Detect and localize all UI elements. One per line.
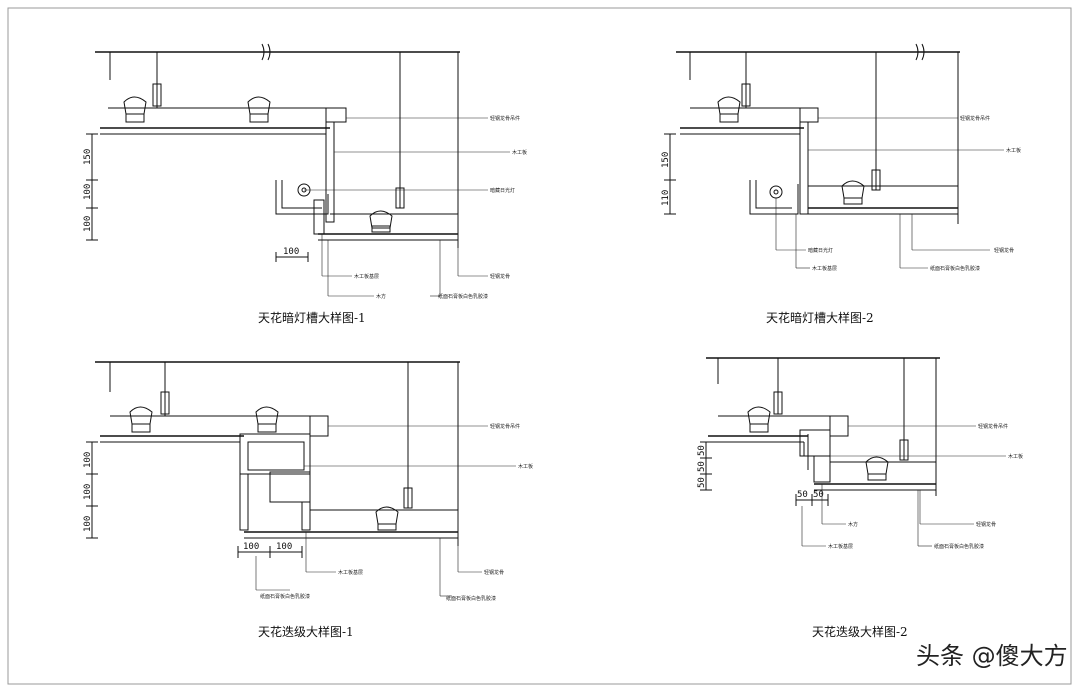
label-4-2: 木方 [848,521,858,528]
label-4-3: 轻钢龙骨 [976,521,996,528]
dim-h-3a: 100 [243,542,259,552]
label-1-6: 轻钢龙骨 [490,273,510,280]
watermark: 头条 @傻大方 [916,642,1068,670]
label-4-5: 纸面石膏板白色乳胶漆 [934,543,984,550]
dim-v-2b: 110 [661,190,671,206]
title-detail-2: 天花暗灯槽大样图-2 [766,310,874,325]
label-4-4: 木工板基层 [828,543,853,550]
label-3-4: 轻钢龙骨 [484,569,504,576]
label-1-2: 暗藏日光灯 [490,187,515,194]
title-detail-1: 天花暗灯槽大样图-1 [258,310,366,325]
detail-cove-light-1: 150 100 100 100 轻钢龙骨吊件 木工板 暗藏日光灯 木工板基层 木… [83,43,527,325]
dim-v-4a: 50 [697,445,707,456]
label-4-1: 木工板 [1008,453,1023,460]
dim-h-3b: 100 [276,542,292,552]
label-3-5: 纸面石膏板白色乳胶漆 [446,595,496,602]
sheet-border [7,7,1072,685]
dim-v-1c: 100 [83,216,93,232]
label-4-0: 轻钢龙骨吊件 [978,423,1008,430]
label-3-1: 木工板 [518,463,533,470]
dim-h-4a: 50 [797,490,808,500]
dim-h-1a: 100 [283,247,299,257]
label-3-3: 纸面石膏板白色乳胶漆 [260,593,310,600]
label-1-3: 木工板基层 [354,273,379,280]
label-1-4: 木方 [376,293,386,300]
dim-v-3a: 100 [83,452,93,468]
label-1-0: 轻钢龙骨吊件 [490,115,520,122]
title-detail-4: 天花迭级大样图-2 [812,624,908,639]
label-3-0: 轻钢龙骨吊件 [490,423,520,430]
label-1-1: 木工板 [512,149,527,156]
title-detail-3: 天花迭级大样图-1 [258,624,354,639]
label-1-5: 纸面石膏板白色乳胶漆 [438,293,488,300]
label-3-2: 木工板基层 [338,569,363,576]
dim-v-1b: 100 [83,184,93,200]
dim-v-4c: 50 [697,477,707,488]
label-2-4: 纸面石膏板白色乳胶漆 [930,265,980,272]
dim-v-4b: 50 [697,461,707,472]
dim-v-3c: 100 [83,516,93,532]
label-2-3: 木工板基层 [812,265,837,272]
label-2-1: 木工板 [1006,147,1021,154]
dim-v-3b: 100 [83,484,93,500]
detail-cove-light-2: 150 110 轻钢龙骨吊件 木工板 暗藏日光灯 木工板基层 纸面石膏板白色乳胶… [661,43,1021,325]
detail-step-ceiling-1: 100 100 100 100 100 轻钢龙骨吊件 木工板 木工板基层 纸面石… [83,361,533,639]
label-2-2: 暗藏日光灯 [808,247,833,254]
label-2-0: 轻钢龙骨吊件 [960,115,990,122]
label-2-5: 轻钢龙骨 [994,247,1014,254]
dim-v-2a: 150 [661,152,671,168]
dim-h-4b: 50 [813,490,824,500]
detail-step-ceiling-2: 50 50 50 50 50 轻钢龙骨吊件 木工板 木方 轻钢龙骨 木工板基层 … [697,357,1023,639]
dim-v-1a: 150 [83,149,93,165]
